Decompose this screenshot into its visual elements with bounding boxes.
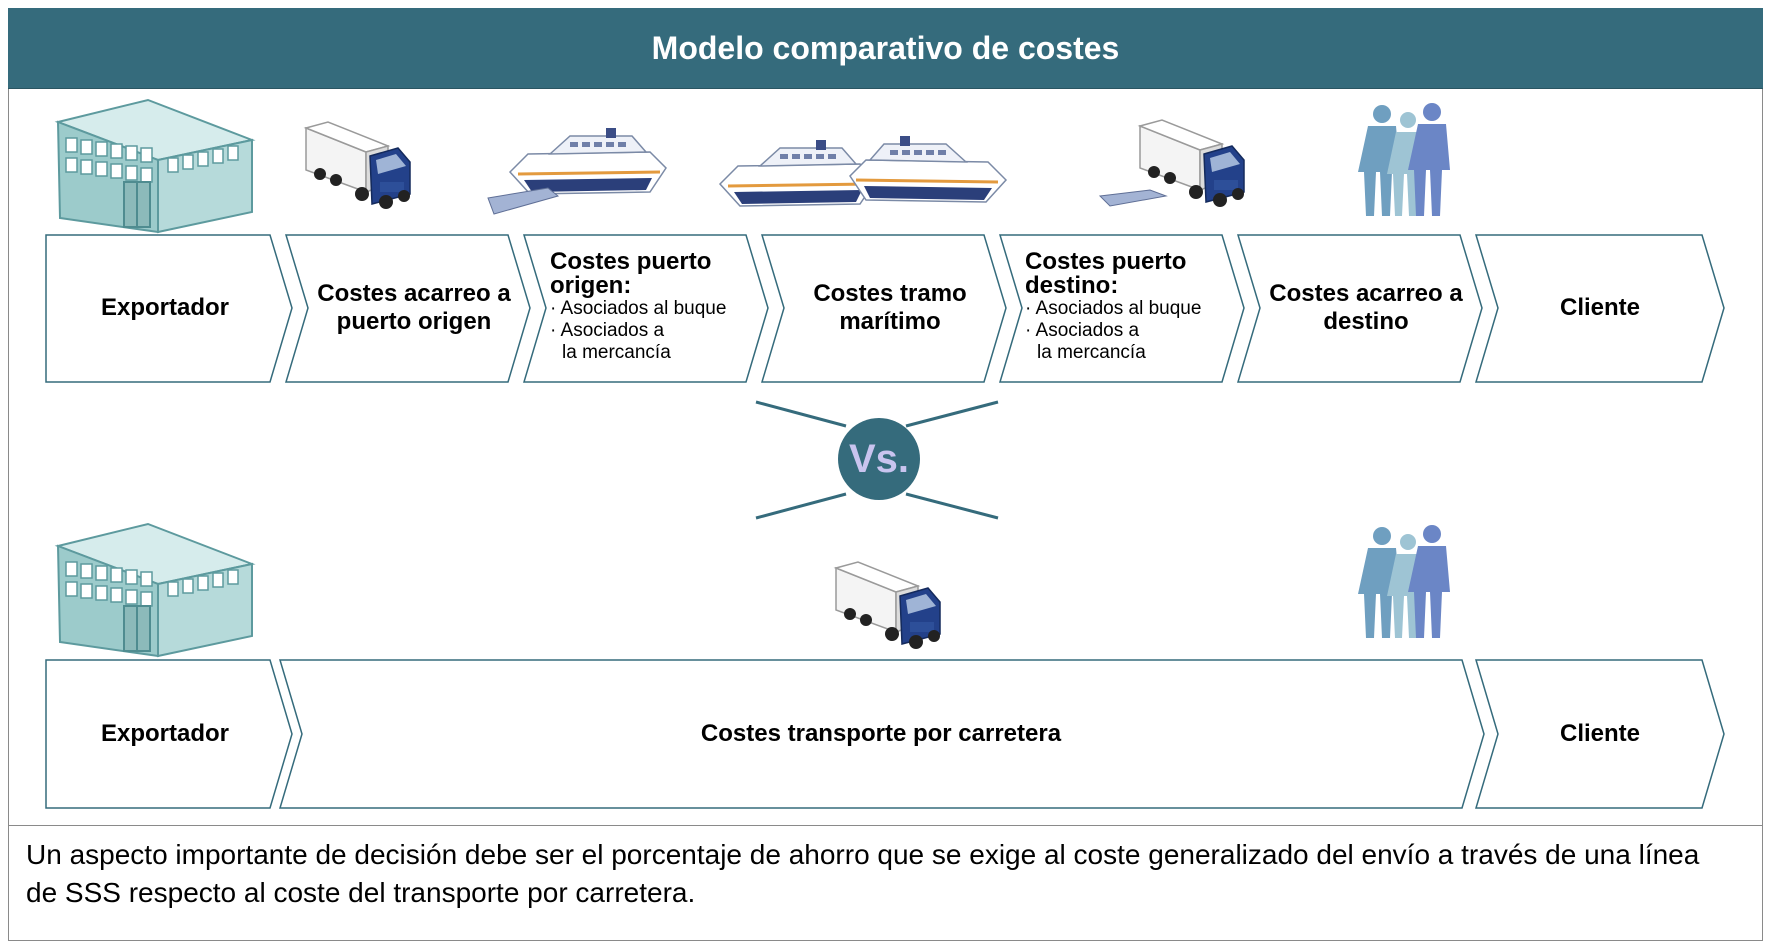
people-icon xyxy=(1358,103,1450,216)
step-exportador-label: Exportador xyxy=(100,294,229,321)
conclusion-note: Un aspecto importante de decisión debe s… xyxy=(26,839,1700,908)
chevron-tramo-maritimo xyxy=(760,234,1007,383)
note-divider xyxy=(8,825,1763,826)
road-transporte-label: Costes transporte por carretera xyxy=(700,720,1062,747)
road-chevrons xyxy=(45,659,1725,809)
step-puerto-destino-label: Costes puerto destino: · Asociados al bu… xyxy=(1025,248,1202,364)
sss-chevrons xyxy=(45,234,1725,383)
chevron-exportador xyxy=(45,234,293,383)
step-tramo-maritimo-label: Costes tramo marítimo xyxy=(813,280,967,335)
chevron-cliente xyxy=(1474,234,1725,383)
chevron-transporte-carretera xyxy=(278,659,1485,809)
truck-icon xyxy=(305,121,411,210)
step-cliente-label: Cliente xyxy=(1559,294,1640,321)
vs-badge: Vs. xyxy=(838,418,920,500)
road-cliente-label: Cliente xyxy=(1559,720,1640,747)
step-puerto-origen-label: Costes puerto origen: · Asociados al buq… xyxy=(550,248,727,364)
road-exportador-label: Exportador xyxy=(100,720,229,747)
vs-cross xyxy=(755,400,999,520)
ferry-icon xyxy=(487,126,668,215)
chevron-acarreo-destino xyxy=(1236,234,1483,383)
ferry-icon xyxy=(848,134,1168,207)
chevron-acarreo-origen xyxy=(284,234,531,383)
chevron-puerto-origen xyxy=(522,234,769,383)
step-acarreo-destino-label: Costes acarreo a destino xyxy=(1269,280,1463,335)
chevron-cliente-road xyxy=(1474,659,1725,809)
chevron-exportador-road xyxy=(45,659,293,809)
step-acarreo-origen-label: Costes acarreo a puerto origen xyxy=(317,280,511,335)
truck-icon xyxy=(835,561,941,650)
warehouse-icon xyxy=(57,523,253,657)
chevron-puerto-destino xyxy=(998,234,1245,383)
warehouse-icon xyxy=(57,99,253,233)
diagram-title: Modelo comparativo de costes xyxy=(8,8,1763,89)
people-icon xyxy=(1358,525,1450,638)
